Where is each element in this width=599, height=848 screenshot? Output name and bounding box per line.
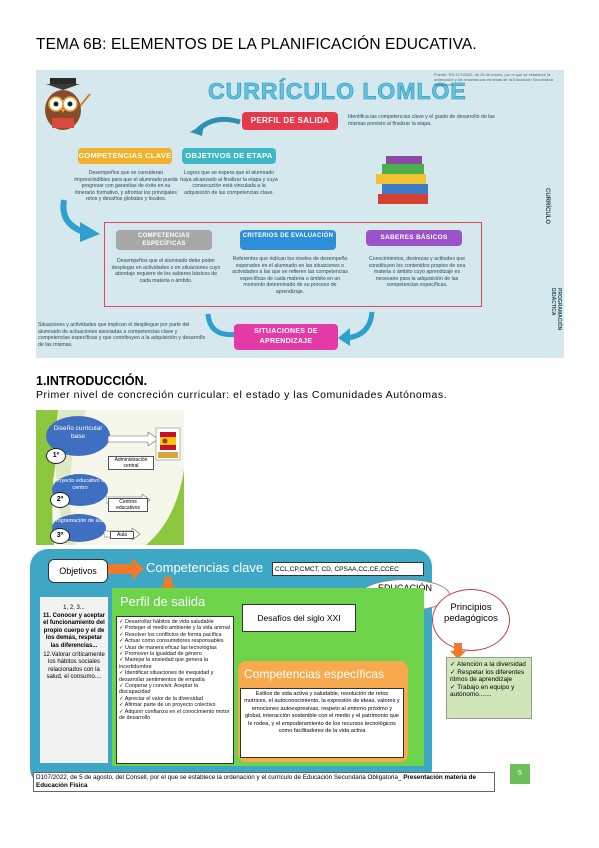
nivel-3-tag: Aula <box>110 531 134 539</box>
objetivos-etapa-desc: Logros que se espera que el alumnado hay… <box>180 170 278 196</box>
objetivos-list: 1, 2, 3... <box>63 605 85 611</box>
objetivos-panel: 1, 2, 3... 11. Conocer y aceptar el func… <box>40 597 108 763</box>
cc-list-box: CCL,CP,CMCT, CD, CPSAA,CC,CE,CCEC <box>272 562 424 576</box>
arrow-right-icon <box>108 432 158 446</box>
competencias-especificas-pill: COMPETENCIAS ESPECÍFICAS <box>116 230 212 250</box>
books-icon <box>376 156 428 204</box>
principios-oval <box>432 589 510 651</box>
situaciones-aprendizaje-pill: SITUACIONES DE APRENDIZAJE <box>234 324 338 350</box>
perfil-item: ✓ Adquirir confianza en el conocimiento … <box>119 708 230 722</box>
perfil-item: ✓ Actuar como consumidores responsables <box>119 638 224 645</box>
perfil-item: ✓ Manejar la ansiedad que genera la ince… <box>119 657 209 670</box>
perfil-salida-title: Perfil de salida <box>120 594 206 609</box>
perfil-item: ✓ Usar de manera eficaz las tecnologías <box>119 644 217 651</box>
side-programacion: PROGRAMACIÓN DIDÁCTICA <box>550 288 562 331</box>
arrow-back-icon <box>338 311 375 346</box>
curriculo-title: CURRÍCULO LOMLOE <box>208 78 467 105</box>
criterios-evaluacion-desc: Referentes que indican los niveles de de… <box>232 256 348 295</box>
owl-teacher-icon <box>45 78 91 130</box>
principio-item: ✓ Trabajo en equipo y autónomo....... <box>450 683 515 699</box>
source-footer: D107/2022, de 5 de agosto, del Consell, … <box>33 772 495 792</box>
perfil-item: ✓ Afirmar parte de un proyecto colectivo <box>119 702 216 709</box>
ce-text-box: Estilos de vida activa y saludable, reso… <box>240 688 404 758</box>
perfil-items-box: ✓ Desarrollar hábitos de vida saludable … <box>116 616 234 764</box>
source-note: Fuente: RD 217/2022, de 29 de marzo, por… <box>434 72 553 87</box>
perfil-salida-pill: PERFIL DE SALIDA <box>242 112 338 130</box>
slide-number: 5 <box>510 764 530 784</box>
saberes-basicos-desc: Conocimientos, destrezas y actitudes que… <box>368 256 466 289</box>
perfil-item: ✓ Desarrollar hábitos de vida saludable <box>119 619 214 625</box>
side-curriculo: CURRÍCULO <box>544 188 550 224</box>
perfil-item: ✓ Apreciar el valor de la diversidad <box>119 695 203 702</box>
curriculo-infographic: CURRÍCULO LOMLOE Fuente: RD 217/2022, de… <box>36 70 564 358</box>
nivel-2-number: 2º <box>50 492 70 508</box>
nivel-1-number: 1º <box>46 448 66 464</box>
competencias-especificas-desc: Desempeños que el alumnado debe poder de… <box>111 258 221 284</box>
perfil-item: ✓ Resolver los conflictos de forma pacíf… <box>119 631 222 638</box>
section-text: Primer nivel de concreción curricular: e… <box>36 389 448 401</box>
footer-bold: Presentación materia de Educación Física <box>36 774 477 789</box>
perfil-item: ✓ Proteger el medio ambiente y la vida a… <box>119 625 230 632</box>
perfil-item: ✓ Identificar situaciones de inequidad y… <box>119 670 214 683</box>
arrow-right-icon <box>108 558 144 580</box>
principio-item: ✓ Respetar los diferentes ritmos de apre… <box>450 668 525 684</box>
nivel-2-tag: Centros educativos <box>108 498 148 512</box>
arrow-down-icon <box>450 643 466 659</box>
competencias-clave-pill: COMPETENCIAS CLAVE <box>78 148 172 164</box>
footer-text: D107/2022, de 5 de agosto, del Consell, … <box>36 774 402 781</box>
nivel-1-tag: Administración central <box>108 456 154 470</box>
niveles-concrecion-diagram: Diseño curricular base 1º Administración… <box>36 410 184 545</box>
principios-list-box: ✓ Atención a la diversidad ✓ Respetar lo… <box>446 657 532 719</box>
spain-flag-icon <box>155 427 181 461</box>
desafios-box: Desafíos del siglo XXI <box>242 604 356 632</box>
perfil-salida-desc: Identifica las competencias clave y el g… <box>348 114 495 127</box>
objetivo-12: 12.Valorar críticamente los hábitos soci… <box>43 652 105 681</box>
arrow-down-icon <box>60 199 100 242</box>
objetivo-11: 11. Conocer y aceptar el funcionamiento … <box>42 613 106 649</box>
page-title: TEMA 6B: ELEMENTOS DE LA PLANIFICACIÓN E… <box>36 36 477 53</box>
competencias-clave-title: Competencias clave <box>146 560 264 575</box>
competencias-clave-desc: Desempeños que se consideran imprescindi… <box>74 170 178 203</box>
principio-item: ✓ Atención a la diversidad <box>450 661 526 668</box>
competencias-group-box <box>104 222 482 307</box>
criterios-evaluacion-pill: CRITERIOS DE EVALUACIÓN <box>240 230 336 250</box>
saberes-basicos-pill: SABERES BÁSICOS <box>366 230 462 246</box>
perfil-item: ✓ Cooperar y convivir. Aceptar la discap… <box>119 683 199 696</box>
section-heading: 1.INTRODUCCIÓN. <box>36 374 148 388</box>
situaciones-desc: Situaciones y actividades que implican e… <box>38 322 206 348</box>
nivel-3-number: 3º <box>50 528 70 544</box>
perfil-item: ✓ Promover la igualdad de género <box>119 651 202 658</box>
objetivos-etapa-pill: OBJETIVOS DE ETAPA <box>182 148 276 164</box>
curved-arrow-icon <box>190 116 241 136</box>
objetivos-box: Objetivos <box>48 559 108 583</box>
competencias-especificas-title: Competencias específicas <box>244 667 385 681</box>
principios-label: Principios pedagógicos <box>444 602 498 624</box>
